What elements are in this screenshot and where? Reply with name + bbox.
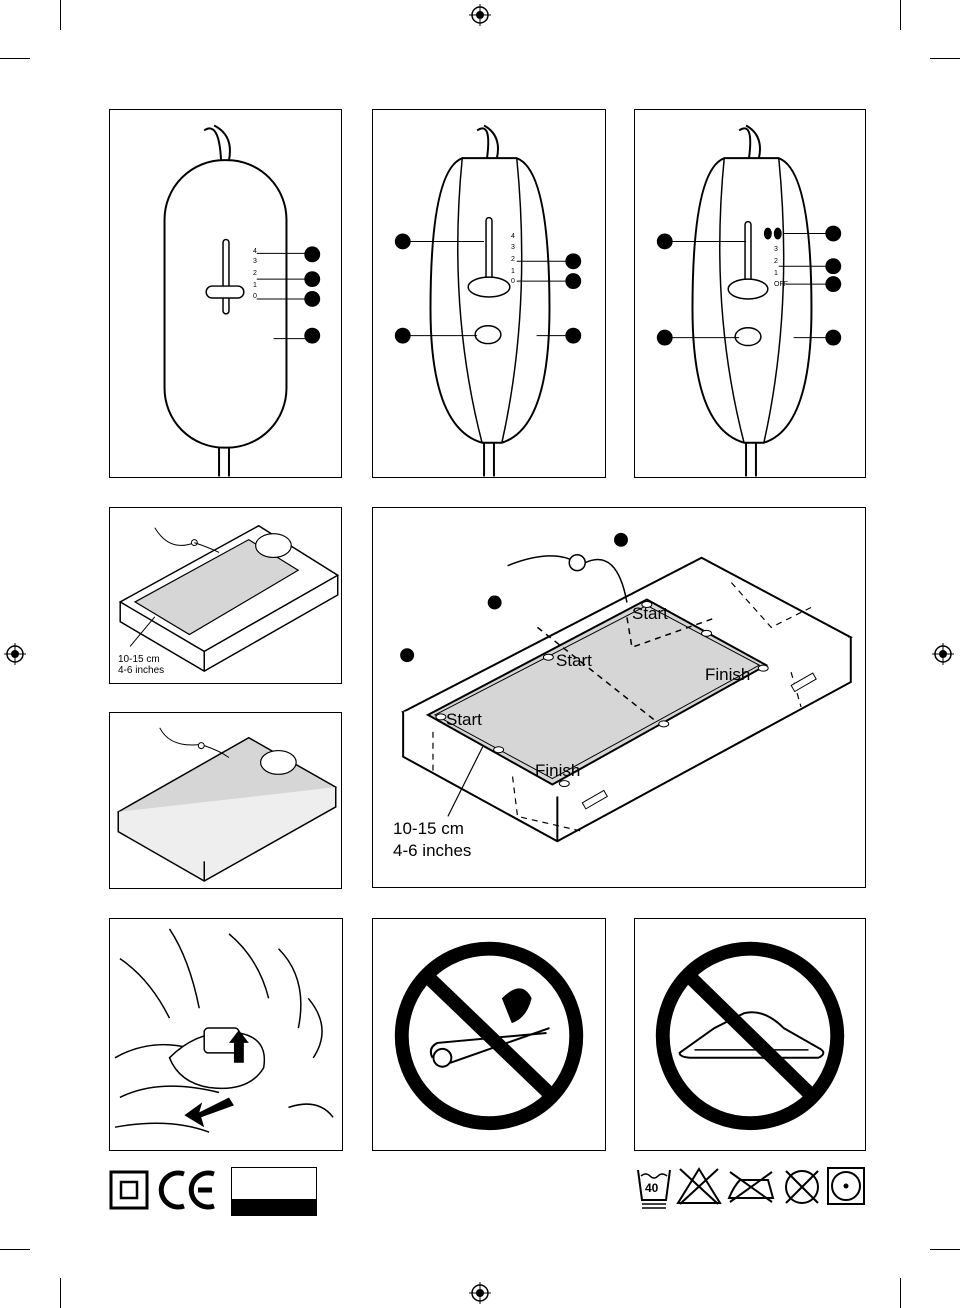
scale-4: 4 bbox=[511, 233, 515, 240]
crop-mark bbox=[930, 1249, 960, 1250]
scale-2: 2 bbox=[253, 270, 257, 277]
scale-1: 1 bbox=[511, 268, 515, 275]
scale-4: 4 bbox=[253, 248, 257, 255]
controller-panel-3: 3 2 1 OFF bbox=[634, 109, 866, 478]
scale-1: 1 bbox=[774, 270, 778, 277]
no-folding-panel bbox=[634, 918, 866, 1151]
scale-2: 2 bbox=[511, 256, 515, 263]
scale-off: OFF bbox=[774, 281, 788, 288]
mattress-covered-illustration bbox=[110, 713, 341, 888]
wash-temp: 40 bbox=[645, 1181, 658, 1195]
distance-cm-label: 10-15 cm bbox=[118, 654, 160, 665]
crop-mark bbox=[60, 1278, 61, 1308]
controller-panel-2: 4 3 2 1 0 bbox=[372, 109, 606, 478]
crop-mark bbox=[60, 0, 61, 30]
disconnect-panel bbox=[109, 918, 343, 1151]
controller-panel-1: 4 3 2 1 0 bbox=[109, 109, 342, 478]
distance-inches-label: 4-6 inches bbox=[393, 841, 471, 861]
crop-mark bbox=[0, 58, 30, 59]
controller-illustration bbox=[635, 110, 865, 477]
no-bleach-icon bbox=[676, 1166, 722, 1206]
mattress-blanket-panel: 10-15 cm 4-6 inches bbox=[109, 507, 342, 684]
tumble-dry-icon bbox=[826, 1166, 866, 1206]
start-label: Start bbox=[446, 710, 482, 730]
scale-3: 3 bbox=[774, 246, 778, 253]
registration-mark-icon bbox=[4, 643, 26, 665]
scale-0: 0 bbox=[511, 278, 515, 285]
no-iron-icon bbox=[726, 1168, 776, 1204]
scale-1: 1 bbox=[253, 282, 257, 289]
distance-inches-label: 4-6 inches bbox=[118, 665, 164, 676]
crop-mark bbox=[900, 1278, 901, 1308]
no-pins-icon bbox=[373, 919, 605, 1150]
finish-label: Finish bbox=[535, 761, 580, 781]
registration-mark-icon bbox=[469, 4, 491, 26]
start-label: Start bbox=[556, 651, 592, 671]
crop-mark bbox=[0, 1249, 30, 1250]
controller-illustration bbox=[110, 110, 341, 477]
crop-mark bbox=[930, 58, 960, 59]
finish-label: Finish bbox=[705, 665, 750, 685]
scale-3: 3 bbox=[511, 244, 515, 251]
registration-mark-icon bbox=[932, 643, 954, 665]
scale-0: 0 bbox=[253, 293, 257, 300]
distance-cm-label: 10-15 cm bbox=[393, 819, 464, 839]
registration-mark-icon bbox=[469, 1282, 491, 1304]
crop-mark bbox=[900, 0, 901, 30]
controller-illustration bbox=[373, 110, 605, 477]
color-band-icon bbox=[231, 1167, 317, 1216]
installation-panel: Start Start Start Finish Finish 10-15 cm… bbox=[372, 507, 866, 888]
class-ii-icon bbox=[109, 1170, 149, 1210]
mattress-covered-panel bbox=[109, 712, 342, 889]
disconnect-hands-illustration bbox=[110, 919, 342, 1150]
no-dry-clean-icon bbox=[782, 1167, 822, 1207]
start-label: Start bbox=[632, 604, 668, 624]
no-folding-icon bbox=[635, 919, 865, 1150]
no-pins-panel bbox=[372, 918, 606, 1151]
ce-mark-icon bbox=[158, 1168, 220, 1212]
scale-2: 2 bbox=[774, 258, 778, 265]
scale-3: 3 bbox=[253, 258, 257, 265]
